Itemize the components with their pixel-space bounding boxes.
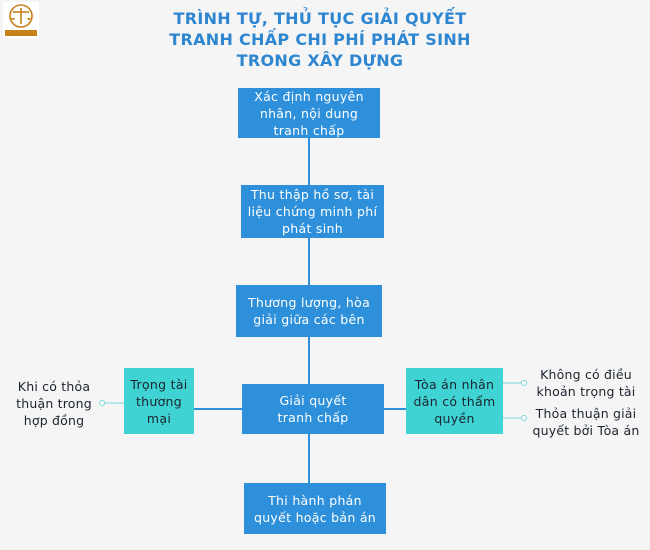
step-4-label: Giải quyết tranh chấp <box>277 393 349 425</box>
step-2-box: Thu thập hồ sơ, tài liệu chứng minh phí … <box>241 185 384 238</box>
arbitration-box: Trọng tài thương mại <box>124 368 194 434</box>
step-1-box: Xác định nguyên nhân, nội dung tranh chấ… <box>238 88 380 138</box>
page-title: TRÌNH TỰ, THỦ TỤC GIẢI QUYẾT TRANH CHẤP … <box>150 8 490 71</box>
title-line-2: TRANH CHẤP CHI PHÍ PHÁT SINH <box>169 30 471 49</box>
logo <box>3 2 39 38</box>
court-box: Tòa án nhân dân có thẩm quyền <box>406 368 503 434</box>
right-note-2: Thỏa thuận giải quyết bởi Tòa án <box>532 406 640 438</box>
right-note-1: Không có điều khoản trọng tài <box>536 367 636 399</box>
step-3-box: Thương lượng, hòa giải giữa các bên <box>236 285 382 337</box>
step-4-box: Giải quyết tranh chấp <box>242 384 384 434</box>
dot-right-note-1 <box>521 380 527 386</box>
step-5-box: Thi hành phán quyết hoặc bản án <box>244 483 386 534</box>
step-2-label: Thu thập hồ sơ, tài liệu chứng minh phí … <box>247 187 378 236</box>
title-line-1: TRÌNH TỰ, THỦ TỤC GIẢI QUYẾT <box>173 9 467 28</box>
step-1-label: Xác định nguyên nhân, nội dung tranh chấ… <box>254 88 364 138</box>
court-label: Tòa án nhân dân có thẩm quyền <box>413 376 496 426</box>
dot-left-note <box>99 400 105 406</box>
arbitration-label: Trọng tài thương mại <box>130 376 188 426</box>
step-3-label: Thương lượng, hòa giải giữa các bên <box>247 295 371 327</box>
dot-right-note-2 <box>521 415 527 421</box>
left-note: Khi có thỏa thuận trong hợp đồng <box>16 379 92 428</box>
step-5-label: Thi hành phán quyết hoặc bản án <box>253 492 377 525</box>
scales-of-justice-icon <box>3 2 39 38</box>
title-line-3: TRONG XÂY DỰNG <box>236 51 404 70</box>
